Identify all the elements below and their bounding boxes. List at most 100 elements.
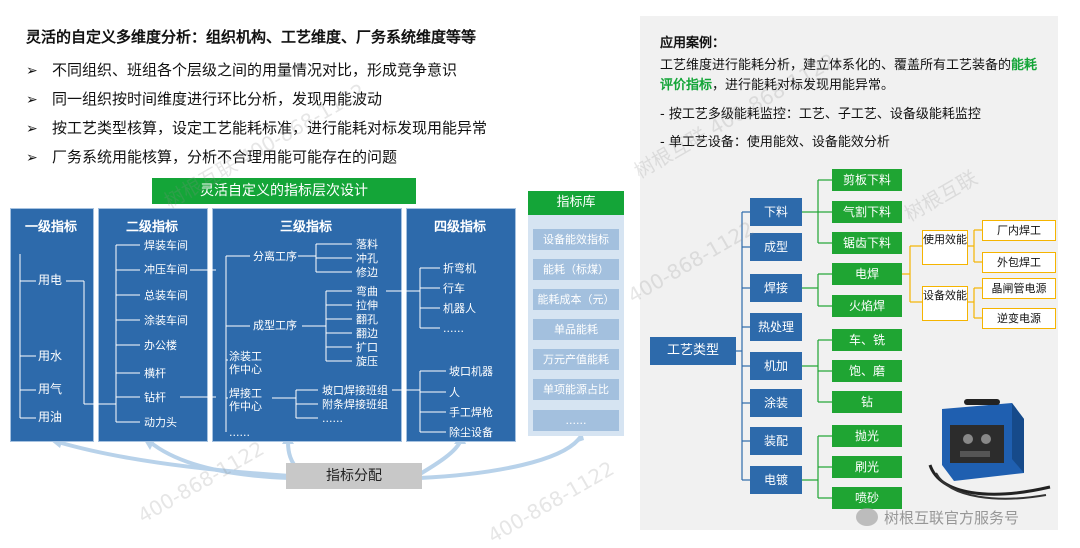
case-description: 工艺维度进行能耗分析，建立体系化的、覆盖所有工艺装备的能耗评价指标，进行能耗对标… [660, 56, 1050, 96]
level1-item: 用油 [38, 410, 63, 424]
bullet-text: 同一组织按时间维度进行环比分析，发现用能波动 [52, 90, 383, 108]
hierarchy-connectors [19, 243, 446, 433]
process-type: 焊接 [750, 274, 802, 302]
level1-column [10, 208, 94, 442]
process-type: 涂装 [750, 389, 802, 417]
level3-group: 分离工序 [253, 250, 297, 263]
level4-item: 手工焊枪 [449, 406, 493, 419]
library-item: 能耗（标煤） [533, 259, 619, 280]
level4-header: 四级指标 [433, 220, 486, 235]
cutting-sub: 锯齿下料 [832, 232, 902, 254]
level4-item: 除尘设备 [449, 426, 493, 439]
level3-sub: 拉伸 [356, 299, 378, 312]
level3-group: 成型工序 [253, 319, 297, 332]
level2-item: 动力头 [144, 416, 177, 429]
level2-item: 焊装车间 [144, 239, 188, 252]
efficiency-node: 使用效能 [922, 230, 968, 265]
bullet-item: ➢ 同一组织按时间维度进行环比分析，发现用能波动 [26, 85, 487, 114]
level3-sub: 附条焊接班组 [322, 398, 388, 411]
machining-sub: 钻 [832, 391, 902, 413]
level3-sub: 坡口焊接班组 [322, 384, 388, 397]
wechat-logo-icon [856, 508, 878, 526]
level3-header: 三级指标 [279, 220, 332, 235]
welding-machine-image [928, 399, 1051, 500]
efficiency-node: 设备效能 [922, 286, 968, 321]
library-item: ...... [533, 410, 619, 431]
section-title: 灵活的自定义多维度分析：组织机构、工艺维度、厂务系统维度等等 [26, 28, 477, 46]
bullet-item: ➢不同组织、班组各个层级之间的用量情况对比，形成竞争意识 [26, 56, 487, 85]
level3-column [212, 208, 402, 442]
allocation-label: 指标分配 [286, 463, 422, 489]
library-item: 单品能耗 [533, 319, 619, 340]
level4-item: 坡口机器 [449, 365, 493, 378]
level3-sub: 扩口 [356, 341, 378, 354]
level3-group: 涂装工作中心 [229, 350, 262, 376]
process-type: 机加 [750, 352, 802, 380]
level2-item: 钻杆 [144, 391, 166, 404]
level3-sub: 弯曲 [356, 285, 378, 298]
welder-location: 厂内焊工 [982, 220, 1056, 241]
case-title: 应用案例： [660, 36, 726, 51]
level2-item: 办公楼 [144, 339, 177, 352]
level4-item: 人 [449, 386, 460, 399]
level3-sub: ...... [322, 412, 343, 425]
level4-item: 行车 [443, 282, 465, 295]
case-item: - 单工艺设备：使用能效、设备能效分析 [660, 135, 890, 150]
level2-header: 二级指标 [125, 220, 178, 235]
bullet-text: 按工艺类型核算，设定工艺能耗标准，进行能耗对标发现用能异常 [52, 119, 488, 137]
welding-sub: 火焰焊 [832, 295, 902, 317]
bullet-list: ➢不同组织、班组各个层级之间的用量情况对比，形成竞争意识 ➢ 同一组织按时间维度进… [26, 56, 487, 172]
level4-column [406, 208, 516, 442]
plating-sub: 抛光 [832, 425, 902, 447]
arrow-icon: ➢ [26, 63, 38, 79]
bullet-item: ➢ 厂务系统用能核算，分析不合理用能可能存在的问题 [26, 143, 487, 172]
plating-sub: 刷光 [832, 456, 902, 478]
process-root: 工艺类型 [650, 337, 736, 365]
level4-item: 折弯机 [443, 262, 476, 275]
level1-item: 用气 [38, 382, 63, 396]
cutting-sub: 气割下料 [832, 201, 902, 223]
level3-sub: 冲孔 [356, 252, 378, 265]
bullet-item: ➢ 按工艺类型核算，设定工艺能耗标准，进行能耗对标发现用能异常 [26, 114, 487, 143]
welder-location: 外包焊工 [982, 252, 1056, 273]
hierarchy-banner: 灵活自定义的指标层次设计 [152, 178, 416, 204]
process-type: 下料 [750, 198, 802, 226]
process-type: 成型 [750, 233, 802, 261]
arrow-icon: ➢ [26, 92, 38, 108]
level2-item: 横杆 [144, 367, 166, 380]
level1-item: 用水 [38, 349, 63, 363]
level4-item: 机器人 [443, 302, 476, 315]
level3-group: ...... [229, 426, 250, 439]
bullet-text: 厂务系统用能核算，分析不合理用能可能存在的问题 [52, 148, 398, 166]
indicator-library-header: 指标库 [528, 191, 624, 215]
level2-item: 冲压车间 [144, 263, 188, 276]
plating-sub: 喷砂 [832, 487, 902, 509]
level3-sub: 翻边 [356, 327, 378, 340]
level4-item: ...... [443, 322, 464, 335]
case-item: - 按工艺多级能耗监控：工艺、子工艺、设备级能耗监控 [660, 107, 981, 122]
level2-item: 总装车间 [144, 289, 188, 302]
machining-sub: 饱、磨 [832, 360, 902, 382]
power-source: 逆变电源 [982, 308, 1056, 329]
arrow-icon: ➢ [26, 121, 38, 137]
power-source: 晶闸管电源 [982, 278, 1056, 299]
level2-item: 涂装车间 [144, 314, 188, 327]
footer-logo-text: 树根互联官方服务号 [884, 509, 1020, 527]
level3-sub: 修边 [356, 266, 378, 279]
level3-sub: 落料 [356, 238, 378, 251]
level3-sub: 翻孔 [356, 313, 378, 326]
arrow-icon: ➢ [26, 150, 38, 166]
process-type: 装配 [750, 427, 802, 455]
library-item: 单项能源占比 [533, 379, 619, 400]
welding-sub: 电焊 [832, 263, 902, 285]
process-type: 热处理 [750, 313, 802, 341]
case-text-before: 工艺维度进行能耗分析，建立体系化的、覆盖所有工艺装备的 [660, 58, 1012, 73]
machining-sub: 车、铣 [832, 329, 902, 351]
level1-item: 用电 [38, 273, 63, 287]
level3-group: 焊接工作中心 [229, 387, 262, 413]
case-highlight: 能耗评价指标 [660, 58, 1038, 93]
case-text-after: ，进行能耗对标发现用能异常。 [712, 78, 895, 93]
process-type: 电镀 [750, 466, 802, 494]
level3-sub: 旋压 [356, 355, 378, 368]
level1-header: 一级指标 [24, 220, 77, 235]
